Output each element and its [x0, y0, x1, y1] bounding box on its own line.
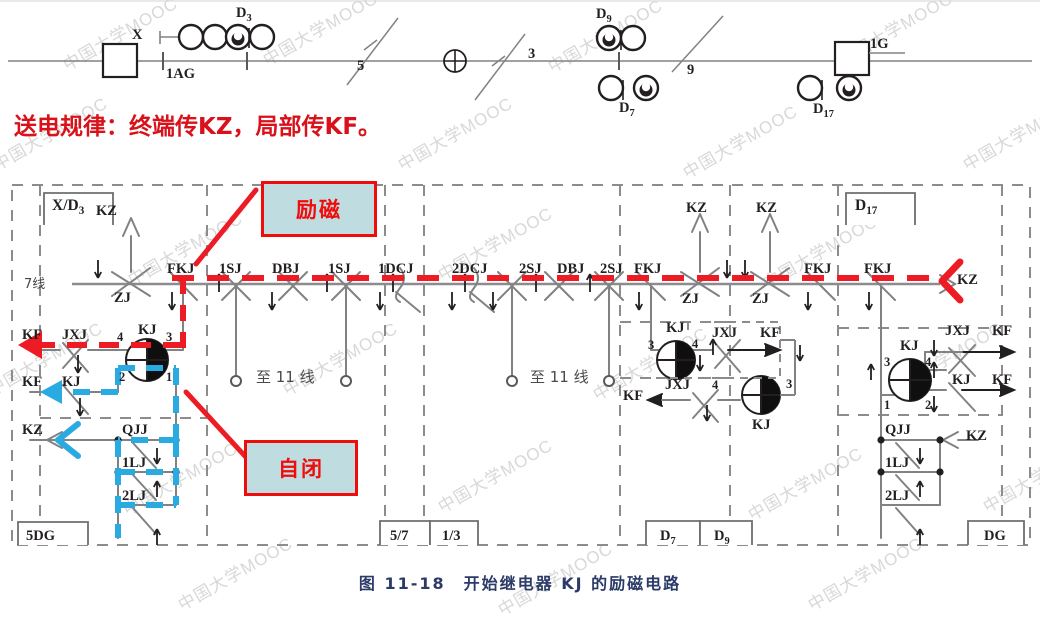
right-kj-contact: KJ — [952, 372, 971, 388]
track-label-sec5: 5 — [357, 58, 365, 74]
note-text: 送电规律：终端传KZ，局部传KF。 — [14, 114, 382, 140]
track-label-sec3: 3 — [528, 46, 536, 62]
mid-term-3a: 3 — [648, 338, 655, 352]
contact-label-kz-right: KZ — [957, 272, 978, 288]
mid-kf-upper: KF — [760, 325, 781, 341]
left-kf-1: KF — [22, 327, 43, 343]
right-term-3: 3 — [884, 355, 891, 369]
mid-kf-lower: KF — [623, 388, 644, 404]
annotation-self-close: 自闭 — [244, 440, 358, 496]
contact-label-fkj-4: FKJ — [864, 261, 892, 277]
to-line-11-right: 至 11 线 — [530, 368, 589, 386]
left-relay-kj-label: KJ — [138, 322, 157, 338]
bottom-box-dg: DG — [984, 528, 1006, 544]
relay-kj-mid-upper — [656, 340, 696, 380]
mid-term-4b: 4 — [712, 378, 719, 392]
contact-label-fkj-2: FKJ — [634, 261, 662, 277]
contact-label-dbj-2: DBJ — [557, 261, 585, 277]
contact-label-1dcj: 1DCJ — [378, 261, 414, 277]
signal-group-d17 — [796, 74, 863, 102]
left-term-4: 4 — [117, 330, 124, 344]
to-line-11-left: 至 11 线 — [256, 368, 315, 386]
contact-label-fkj-1: FKJ — [167, 261, 195, 277]
contact-label-zj-3: ZJ — [752, 291, 769, 307]
top-divider — [0, 0, 1040, 2]
mid-kj-lower-label: KJ — [752, 417, 771, 433]
contact-label-1sj-2: 1SJ — [328, 261, 351, 277]
signal-group-d3 — [177, 23, 276, 51]
mid-jxj-upper: JXJ — [712, 325, 737, 341]
mid-term-3b: 3 — [786, 377, 793, 391]
contact-label-2sj-1: 2SJ — [519, 261, 542, 277]
left-1lj: 1LJ — [122, 455, 147, 471]
right-2lj: 2LJ — [885, 488, 910, 504]
right-1lj: 1LJ — [885, 455, 910, 471]
track-label-1ag: 1AG — [166, 66, 195, 82]
right-term-2: 2 — [925, 398, 932, 412]
left-kf-2: KF — [22, 374, 43, 390]
left-term-3: 3 — [166, 330, 173, 344]
contact-label-kz-3: KZ — [756, 200, 777, 216]
left-qjj: QJJ — [122, 422, 148, 438]
track-label-d17: D17 — [813, 101, 834, 120]
right-term-4: 4 — [925, 355, 932, 369]
annotation-excitation: 励磁 — [261, 181, 377, 237]
track-label-d9: D9 — [596, 6, 612, 25]
contact-label-zj-2: ZJ — [682, 291, 699, 307]
panel-title-left: X/D3 — [52, 197, 85, 218]
bottom-box-d7: D7 — [660, 528, 676, 547]
mid-term-4a: 4 — [692, 337, 699, 351]
bottom-box-5dg: 5DG — [26, 528, 55, 544]
panel-title-right: D17 — [855, 197, 878, 218]
track-label-d7: D7 — [619, 100, 635, 119]
contact-label-1sj-1: 1SJ — [219, 261, 242, 277]
highlight-overlay — [18, 187, 964, 538]
right-kz-in: KZ — [966, 428, 987, 444]
contact-label-dbj-1: DBJ — [272, 261, 300, 277]
mid-jxj-lower: JXJ — [665, 377, 690, 393]
left-kj-contact: KJ — [62, 374, 81, 390]
bottom-box-13: 1/3 — [442, 528, 461, 544]
contact-label-kz-1: KZ — [96, 203, 117, 219]
right-kj-label: KJ — [900, 338, 919, 354]
contact-label-2sj-2: 2SJ — [600, 261, 623, 277]
track-label-1g: 1G — [870, 36, 889, 52]
signal-group-d7 — [597, 74, 660, 102]
right-kf-lower: KF — [992, 372, 1013, 388]
left-kz-in: KZ — [22, 422, 43, 438]
right-term-1: 1 — [884, 398, 891, 412]
contact-label-2dcj: 2DCJ — [452, 261, 488, 277]
track-label-sec9: 9 — [687, 62, 695, 78]
signal-group-d9 — [595, 24, 647, 52]
contact-label-kz-2: KZ — [686, 200, 707, 216]
left-term-2: 2 — [119, 370, 126, 384]
track-label-d3: D3 — [236, 5, 252, 24]
bottom-box-d9: D9 — [714, 528, 730, 547]
relay-kj-right — [888, 358, 932, 402]
annotation-self-close-text: 自闭 — [278, 457, 324, 481]
annotation-excitation-text: 励磁 — [296, 198, 342, 222]
right-jxj: JXJ — [945, 323, 970, 339]
figure-caption: 图 11-18 开始继电器 KJ 的励磁电路 — [358, 574, 682, 593]
contact-label-zj-1: ZJ — [114, 290, 131, 306]
bottom-box-57: 5/7 — [390, 528, 409, 544]
left-2lj: 2LJ — [122, 488, 147, 504]
right-qjj: QJJ — [885, 422, 911, 438]
left-term-1: 1 — [166, 370, 173, 384]
bus-label-7line: 7线 — [24, 277, 46, 292]
left-jxj-1: JXJ — [62, 327, 87, 343]
right-kf-upper: KF — [992, 323, 1013, 339]
mid-kj-upper-label: KJ — [666, 320, 685, 336]
contact-label-fkj-3: FKJ — [804, 261, 832, 277]
track-diagram-layer — [8, 15, 1032, 102]
track-label-x: X — [132, 27, 143, 43]
